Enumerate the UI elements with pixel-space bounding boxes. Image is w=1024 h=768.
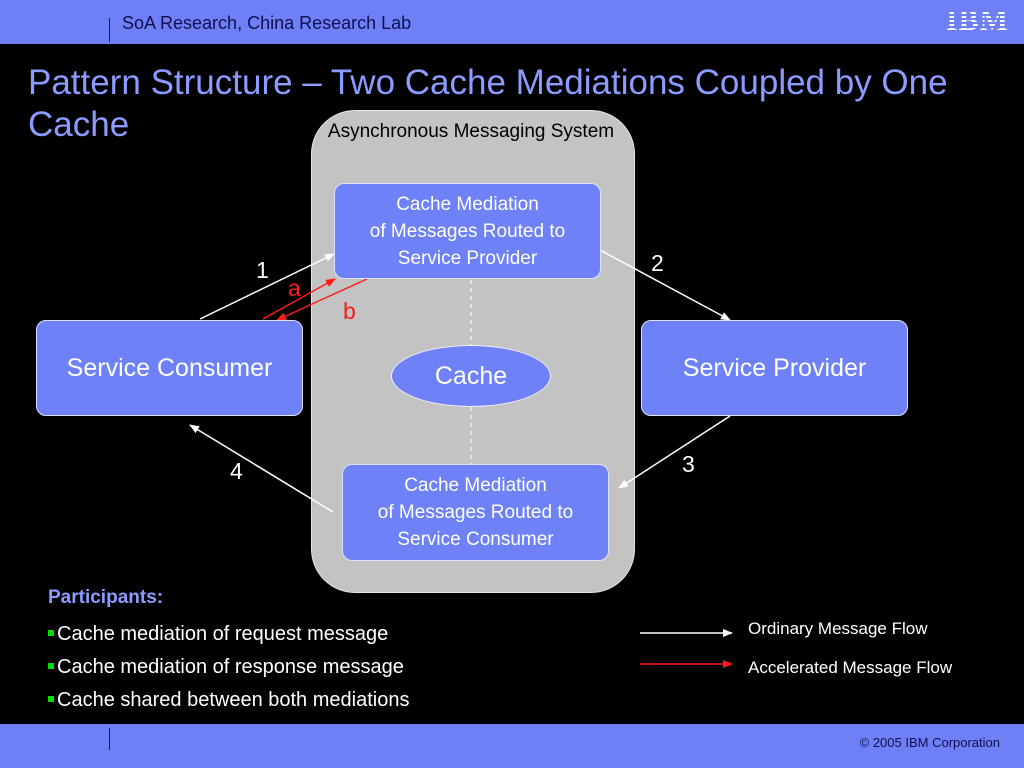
messaging-system-label: Asynchronous Messaging System [327,121,615,142]
bullet-icon [48,662,54,669]
footer-bar: © 2005 IBM Corporation [0,724,1024,768]
bullet-icon [48,695,54,702]
header-divider [109,18,110,42]
service-consumer-label: Service Consumer [66,353,273,382]
flow-arrow-2 [599,249,731,321]
flow-arrow-a [262,278,336,320]
flow-label-3: 3 [682,451,695,477]
footer-divider [109,728,110,750]
participant-item-label: Cache mediation of response message [57,656,404,678]
flow-label-4: 4 [230,458,243,484]
participant-item-label: Cache shared between both mediations [57,689,410,711]
flow-label-2: 2 [651,250,664,276]
flow-arrow-3 [618,415,731,489]
flow-label-a: a [288,275,301,301]
flow-label-1: 1 [256,257,269,283]
participant-item: Cache mediation of request message [48,618,409,651]
legend-ordinary-label: Ordinary Message Flow [748,619,928,638]
header-bar: SoA Research, China Research Lab IBM [0,0,1024,44]
service-provider: Service Provider [641,320,908,416]
ibm-logo: IBM [946,4,1009,37]
participants-heading: Participants: [48,587,164,608]
response-cache-mediation-label: Cache Mediation of Messages Routed to Se… [377,475,574,550]
participant-item: Cache mediation of response message [48,651,409,684]
flow-arrow-1 [199,253,335,320]
participant-item: Cache shared between both mediations [48,684,409,717]
participants-section: Participants: Cache mediation of request… [48,586,409,717]
slide-title: Pattern Structure – Two Cache Mediations… [28,63,948,144]
shared-cache-label: Cache [434,361,508,390]
flow-label-b: b [343,298,356,324]
header-org-name: SoA Research, China Research Lab [122,13,412,33]
request-cache-mediation: Cache Mediation of Messages Routed to Se… [334,183,601,279]
flow-arrow-4 [189,424,334,513]
response-cache-mediation: Cache Mediation of Messages Routed to Se… [342,464,609,561]
service-provider-label: Service Provider [682,353,867,382]
shared-cache: Cache [391,345,551,407]
legend-accelerated-label: Accelerated Message Flow [748,658,953,677]
footer-copyright: © 2005 IBM Corporation [859,735,1000,750]
flow-arrow-b [276,278,368,321]
participant-item-label: Cache mediation of request message [57,623,389,645]
service-consumer: Service Consumer [36,320,303,416]
bullet-icon [48,629,54,636]
request-cache-mediation-label: Cache Mediation of Messages Routed to Se… [369,193,566,269]
